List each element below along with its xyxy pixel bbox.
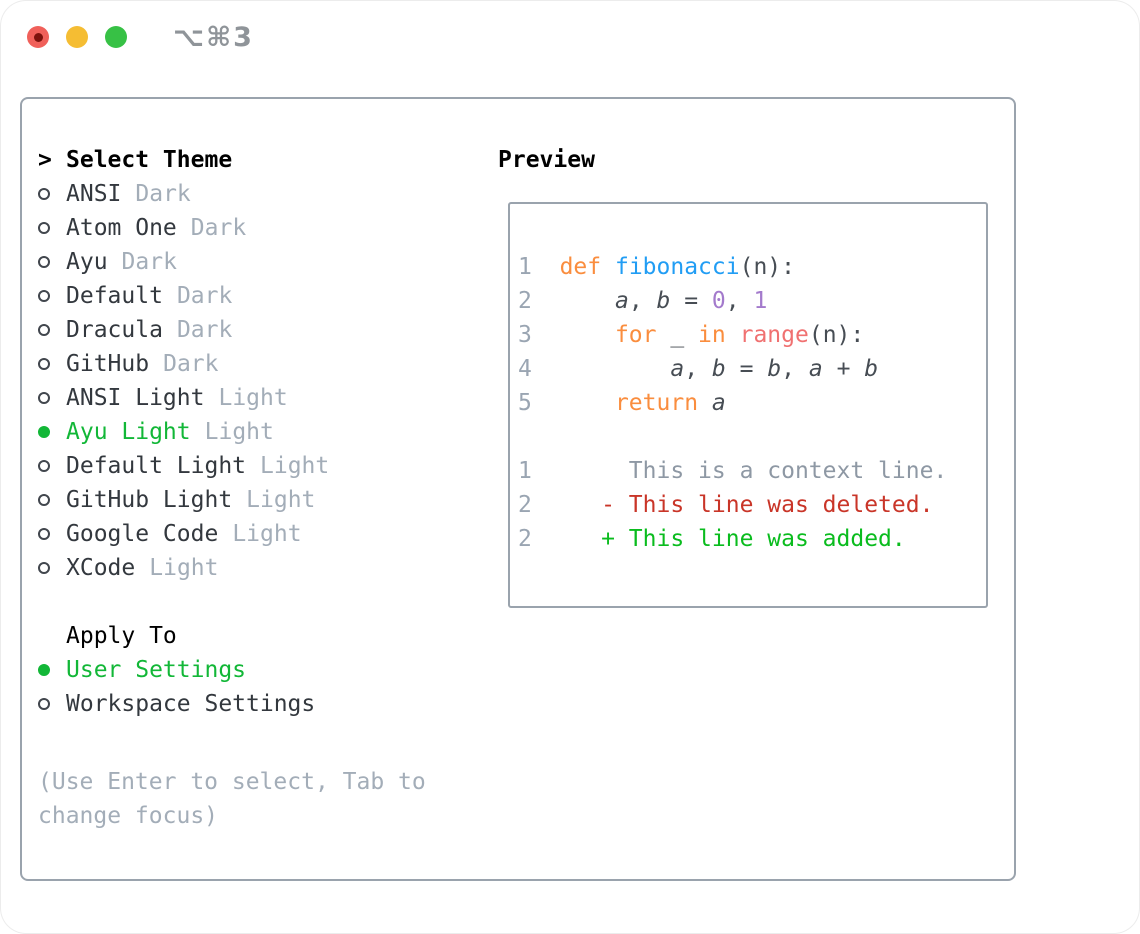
theme-variant-label: Light [218,385,288,411]
preview-code-line: 1 def fibonacci(n): [518,254,795,280]
window-title: ⌥⌘3 [173,21,254,53]
radio-unselected-icon [38,562,50,574]
theme-variant-label: Dark [135,181,191,207]
radio-unselected-icon [38,494,50,506]
theme-name: GitHub Light [66,487,233,513]
theme-option[interactable]: Default Light Light [38,449,498,483]
cursor-chevron-icon: > [38,147,52,173]
preview-column: Preview 1 def fibonacci(n): 2 a, b = 0, 1… [498,99,1014,879]
maximize-button-icon[interactable] [105,26,127,48]
theme-variant-label: Dark [190,215,247,241]
radio-unselected-icon [38,358,50,370]
radio-unselected-icon [38,222,50,234]
radio-unselected-icon [38,290,50,302]
apply-to-header-row: Apply To [38,619,498,653]
preview-code-line: 2 - This line was deleted. [518,492,934,518]
minimize-button-icon[interactable] [66,26,88,48]
preview-title: Preview [498,147,595,173]
select-theme-header-row: > Select Theme [38,143,498,177]
close-button-icon[interactable] [27,26,49,48]
theme-name: ANSI Light [66,385,205,411]
select-theme-title: Select Theme [66,147,233,173]
theme-option[interactable]: Google Code Light [38,517,498,551]
theme-option[interactable]: Atom One Dark [38,211,498,245]
radio-unselected-icon [38,698,50,710]
theme-option[interactable]: ANSI Light Light [38,381,498,415]
radio-selected-icon [38,426,50,438]
apply-to-option[interactable]: User Settings [38,653,498,687]
radio-unselected-icon [38,528,50,540]
theme-variant-label: Dark [176,317,233,343]
preview-code-box: 1 def fibonacci(n): 2 a, b = 0, 1 3 for _ … [508,202,988,608]
preview-code-line: 4 a, b = b, a + b [518,356,879,382]
theme-variant-label: Light [204,419,274,445]
radio-unselected-icon [38,460,50,472]
preview-code-line: 2 + This line was added. [518,526,906,552]
theme-option[interactable]: Ayu Light Light [38,415,498,449]
theme-name: Default [66,283,163,309]
theme-name: ANSI [66,181,122,207]
theme-variant-label: Light [149,555,219,581]
keyboard-hint-text: (Use Enter to select, Tab to change focu… [38,769,426,829]
theme-option[interactable]: Dracula Dark [38,313,498,347]
theme-variant-label: Dark [121,249,177,275]
theme-option[interactable]: XCode Light [38,551,498,585]
title-bar: ⌥⌘3 [0,0,1140,74]
theme-option[interactable]: Ayu Dark [38,245,498,279]
apply-to-option[interactable]: Workspace Settings [38,687,498,721]
theme-option[interactable]: GitHub Light Light [38,483,498,517]
theme-name: Google Code [66,521,219,547]
apply-to-option-label: Workspace Settings [66,691,316,717]
theme-variant-label: Light [246,487,316,513]
theme-variant-label: Light [260,453,330,479]
radio-unselected-icon [38,324,50,336]
theme-variant-label: Dark [163,351,219,377]
preview-code-line [518,420,986,454]
preview-code-line: 3 for _ in range(n): [518,322,865,348]
radio-unselected-icon [38,188,50,200]
theme-name: GitHub [66,351,150,377]
theme-variant-label: Light [232,521,302,547]
theme-option[interactable]: GitHub Dark [38,347,498,381]
theme-name: XCode [66,555,136,581]
preview-code-line: 1 This is a context line. [518,458,948,484]
theme-name: Atom One [66,215,177,241]
radio-unselected-icon [38,392,50,404]
theme-name: Dracula [66,317,163,343]
apply-to-option-label: User Settings [66,657,247,683]
radio-unselected-icon [38,256,50,268]
preview-code-line: 2 a, b = 0, 1 [518,288,768,314]
apply-to-title: Apply To [66,623,177,649]
radio-selected-icon [38,664,50,676]
close-badge-dot-icon [33,32,43,42]
theme-variant-label: Dark [176,283,233,309]
theme-option[interactable]: ANSI Dark [38,177,498,211]
preview-code-line: 5 return a [518,390,726,416]
theme-name: Ayu Light [66,419,191,445]
theme-name: Ayu [66,249,108,275]
theme-option[interactable]: Default Dark [38,279,498,313]
theme-name: Default Light [66,453,247,479]
